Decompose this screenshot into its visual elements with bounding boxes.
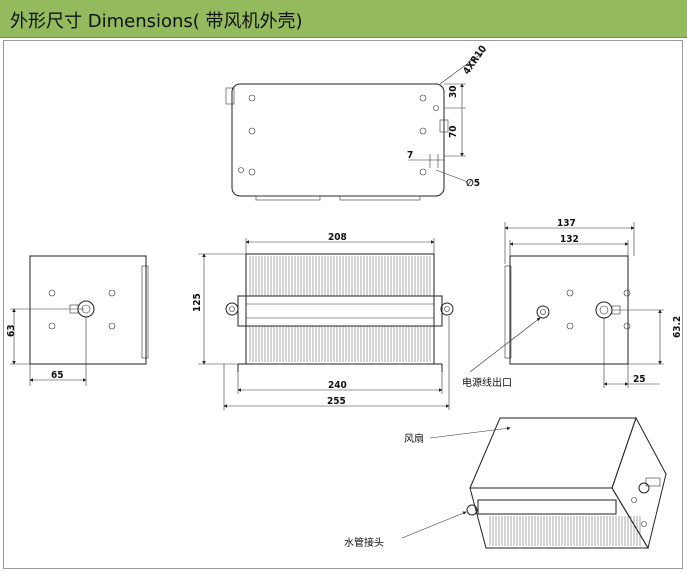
dim-7: 7: [407, 150, 413, 161]
dim-137: 137: [557, 218, 576, 229]
iso-top-face: [469, 417, 637, 489]
dim-240: 240: [328, 380, 347, 391]
iso-front-face: [469, 487, 649, 549]
dim-25: 25: [633, 374, 646, 385]
title-bar: 外形尺寸 Dimensions( 带风机外壳): [0, 0, 687, 38]
dim-63: 63: [6, 324, 17, 337]
dim-hole-5: ∅5: [466, 178, 480, 189]
page-title: 外形尺寸 Dimensions( 带风机外壳): [10, 11, 303, 32]
top-view: 30 70 4XR10 7 ∅5: [225, 44, 489, 201]
dim-65: 65: [51, 370, 64, 381]
water-block: [237, 295, 443, 327]
label-water-fitting: 水管接头: [344, 536, 384, 549]
iso-side-face: [611, 416, 667, 550]
dim-30: 30: [448, 85, 459, 98]
dim-255: 255: [327, 396, 346, 407]
label-power-outlet: 电源线出口: [462, 376, 512, 389]
front-view: 208 125 240 255: [192, 232, 454, 410]
dim-125: 125: [192, 293, 203, 312]
drawing-frame: [3, 40, 683, 569]
dim-70: 70: [448, 125, 459, 138]
dim-4xr10: 4XR10: [461, 44, 489, 77]
top-view-outline: [231, 83, 445, 197]
isometric-view: 风扇 水管接头: [344, 416, 667, 550]
dim-132: 132: [560, 234, 579, 245]
right-view-outline: [509, 255, 629, 365]
label-fan: 风扇: [404, 432, 424, 445]
dim-208: 208: [328, 232, 347, 243]
left-side-view: 63 65: [6, 255, 149, 386]
left-view-outline: [29, 255, 147, 365]
dim-63-2: 63.2: [672, 316, 683, 338]
right-side-view: 137 132 63.2 25 电源线出口: [462, 218, 683, 389]
